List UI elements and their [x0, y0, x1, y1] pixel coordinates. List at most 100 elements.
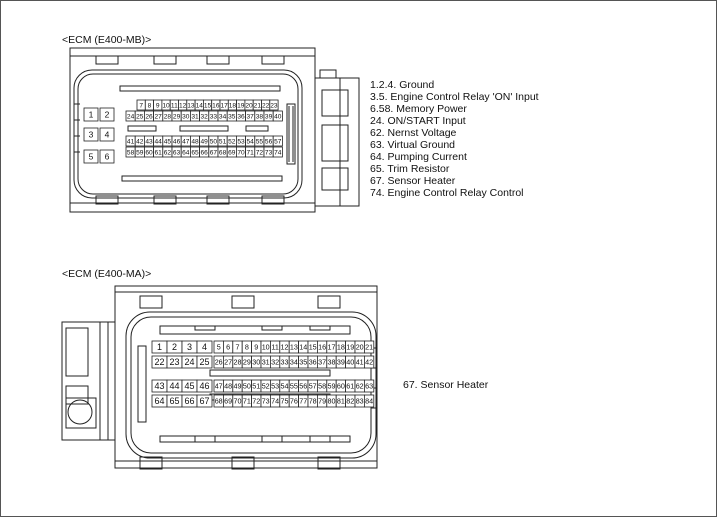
pin-68: 68 — [213, 394, 224, 408]
pin-label: 11 — [171, 102, 178, 109]
pin-label: 19 — [346, 343, 354, 352]
pin-label: 44 — [155, 138, 163, 145]
pin-77: 77 — [298, 394, 309, 408]
pin-20: 20 — [244, 99, 254, 111]
pin-label: 42 — [365, 358, 373, 367]
pin-label: 38 — [328, 358, 336, 367]
pin-label: 9 — [156, 102, 160, 109]
pin-28: 28 — [162, 110, 173, 122]
pin-72: 72 — [251, 394, 262, 408]
pin-label: 24 — [184, 357, 194, 367]
pin-24: 24 — [181, 355, 198, 369]
pin-label: 24 — [127, 113, 135, 120]
pin-15: 15 — [307, 340, 318, 354]
pin-label: 66 — [184, 396, 194, 406]
pin-65: 65 — [189, 146, 200, 158]
pin-56: 56 — [298, 379, 309, 393]
pin-label: 23 — [169, 357, 179, 367]
pin-8: 8 — [241, 340, 252, 354]
pin-25: 25 — [196, 355, 213, 369]
pin-6: 6 — [222, 340, 234, 354]
pin-42: 42 — [363, 355, 375, 369]
pin-21: 21 — [363, 340, 375, 354]
pin-label: 52 — [262, 382, 270, 391]
connector_mb-legend-item: 3.5. Engine Control Relay 'ON' Input — [370, 91, 539, 103]
pin-14: 14 — [298, 340, 309, 354]
pin-label: 52 — [228, 138, 236, 145]
pin-label: 84 — [365, 397, 373, 406]
pin-26: 26 — [213, 355, 224, 369]
pin-62: 62 — [162, 146, 173, 158]
pin-label: 82 — [346, 397, 354, 406]
pin-label: 12 — [179, 102, 187, 109]
pin-label: 11 — [271, 343, 278, 352]
pin-label: 10 — [262, 343, 270, 352]
pin-11: 11 — [269, 340, 281, 354]
pin-label: 40 — [274, 113, 282, 120]
pin-label: 29 — [243, 358, 251, 367]
pin-label: 59 — [136, 149, 144, 156]
pin-27: 27 — [153, 110, 164, 122]
pin-label: 34 — [290, 358, 298, 367]
pin-3: 3 — [83, 127, 99, 142]
pin-84: 84 — [363, 394, 375, 408]
pin-label: 54 — [247, 138, 255, 145]
pin-54: 54 — [245, 135, 256, 147]
connector-ma-title: <ECM (E400-MA)> — [62, 268, 152, 280]
pin-50: 50 — [208, 135, 219, 147]
pin-72: 72 — [254, 146, 265, 158]
connector_mb-legend-item: 24. ON/START Input — [370, 115, 466, 127]
pin-label: 8 — [245, 343, 249, 352]
pin-35: 35 — [226, 110, 237, 122]
pin-label: 53 — [271, 382, 279, 391]
pin-17: 17 — [326, 340, 337, 354]
pin-label: 28 — [164, 113, 172, 120]
pin-label: 69 — [224, 397, 232, 406]
pin-76: 76 — [288, 394, 300, 408]
pin-31: 31 — [260, 355, 271, 369]
pin-39: 39 — [263, 110, 274, 122]
pin-label: 71 — [247, 149, 255, 156]
pin-30: 30 — [180, 110, 191, 122]
pin-label: 73 — [265, 149, 273, 156]
pin-19: 19 — [345, 340, 356, 354]
pin-label: 22 — [154, 357, 164, 367]
pin-48: 48 — [189, 135, 200, 147]
pin-31: 31 — [189, 110, 200, 122]
pin-70: 70 — [235, 146, 246, 158]
pin-29: 29 — [171, 110, 182, 122]
connector_mb-legend-item: 6.58. Memory Power — [370, 103, 467, 115]
pin-cell — [196, 340, 213, 354]
pin-label: 5 — [217, 343, 221, 352]
pin-59: 59 — [134, 146, 145, 158]
pin-label: 56 — [265, 138, 273, 145]
pin-40: 40 — [345, 355, 356, 369]
pin-35: 35 — [298, 355, 309, 369]
pin-10: 10 — [161, 99, 171, 111]
pin-label: 31 — [262, 358, 270, 367]
pin-label: 33 — [281, 358, 289, 367]
pin-62: 62 — [354, 379, 365, 393]
connector-ma-housing — [61, 285, 378, 470]
pin-60: 60 — [143, 146, 154, 158]
pin-40: 40 — [272, 110, 283, 122]
pin-label: 59 — [328, 382, 336, 391]
pin-label: 55 — [290, 382, 298, 391]
pin-label: 56 — [299, 382, 307, 391]
pin-label: 9 — [254, 343, 258, 352]
pin-36: 36 — [307, 355, 318, 369]
pin-41: 41 — [125, 135, 136, 147]
pin-12: 12 — [178, 99, 188, 111]
pin-label: 31 — [191, 113, 199, 120]
pin-15: 15 — [202, 99, 213, 111]
pin-label: 20 — [356, 343, 364, 352]
pin-label: 18 — [229, 102, 237, 109]
pin-label: 7 — [236, 343, 240, 352]
pin-34: 34 — [288, 355, 300, 369]
pin-label: 16 — [212, 102, 220, 109]
pin-80: 80 — [326, 394, 337, 408]
pin-44: 44 — [166, 379, 183, 393]
pin-label: 61 — [155, 149, 163, 156]
pin-label: 44 — [169, 381, 179, 391]
